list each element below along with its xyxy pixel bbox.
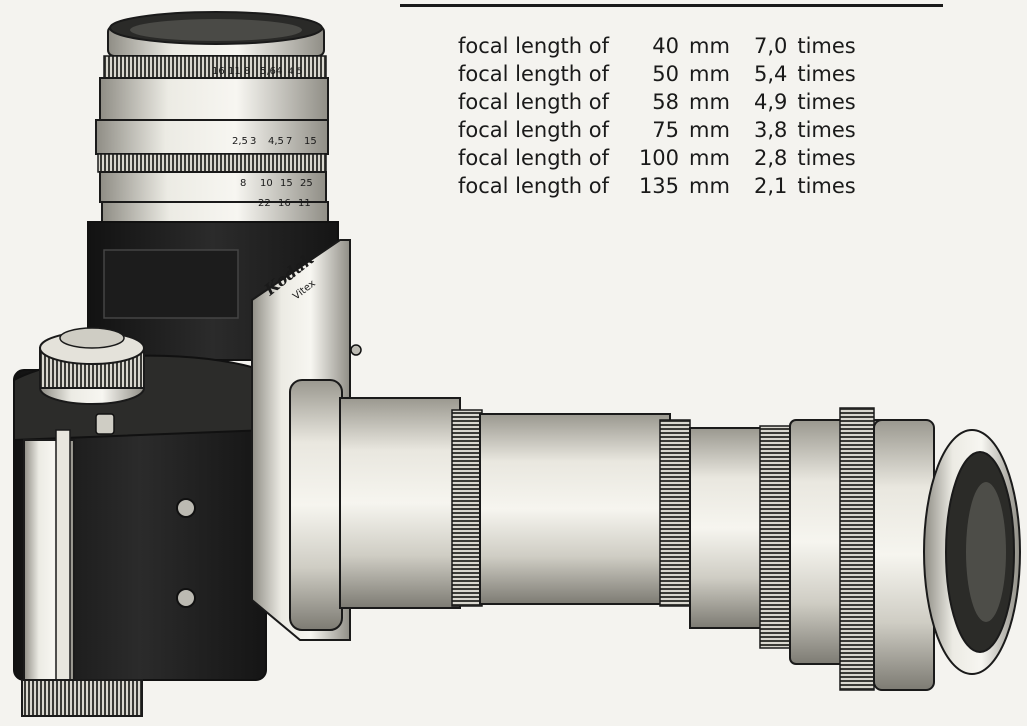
focal-row-value: 40 [652, 34, 680, 58]
focal-row-factor: 4,9 [753, 90, 788, 114]
scale-label: 10 [260, 178, 273, 189]
focal-row-factor: 3,8 [753, 118, 788, 142]
scale-label: 8 [240, 178, 246, 189]
focal-row-unit: mm [689, 90, 730, 114]
scale-label: 8 [244, 66, 250, 77]
scale-label: 25 [300, 178, 313, 189]
focal-row-suffix: times [797, 146, 856, 170]
focal-row-label: focal length of [458, 174, 610, 198]
scale-label: 2,5 [232, 136, 248, 147]
scale-label: 15 [280, 178, 293, 189]
scale-label: 7 [286, 136, 292, 147]
scale-label: 5,6 [260, 66, 276, 77]
focal-row-value: 50 [652, 62, 680, 86]
scale-label: 4,5 [268, 136, 284, 147]
focal-row-factor: 5,4 [753, 62, 788, 86]
scale-label: 16 [278, 198, 291, 209]
focal-row-suffix: times [797, 90, 856, 114]
telephoto-lens [289, 379, 1021, 691]
focal-row-suffix: times [797, 174, 856, 198]
focal-row-suffix: times [797, 118, 856, 142]
header-rule [400, 4, 943, 7]
focal-row: focal length of 40 mm 7,0 times [458, 32, 856, 60]
scale-label: 22 [258, 198, 271, 209]
focal-row-value: 58 [652, 90, 680, 114]
scale-label: 15 [304, 136, 317, 147]
focal-row-label: focal length of [458, 118, 610, 142]
focal-row-suffix: times [797, 62, 856, 86]
focal-row: focal length of 135 mm 2,1 times [458, 172, 856, 200]
focal-row: focal length of 50 mm 5,4 times [458, 60, 856, 88]
scale-label: 11 [228, 66, 241, 77]
focal-row-factor: 2,8 [753, 146, 788, 170]
scale-label: 16 [212, 66, 225, 77]
focal-row-value: 100 [638, 146, 680, 170]
lens-front-ring-text: 4 5 [288, 67, 302, 77]
focal-row-value: 75 [652, 118, 680, 142]
focal-row-value: 135 [638, 174, 680, 198]
depth-scale: 8 10 15 25 [240, 178, 313, 189]
focal-row-label: focal length of [458, 90, 610, 114]
scale-label: 3 [250, 136, 256, 147]
focal-row-label: focal length of [458, 62, 610, 86]
focal-row-label: focal length of [458, 34, 610, 58]
focal-row-unit: mm [689, 174, 730, 198]
focal-row: focal length of 58 mm 4,9 times [458, 88, 856, 116]
focal-row-unit: mm [689, 118, 730, 142]
bottom-scale: 22 16 11 [258, 198, 311, 209]
focal-row: focal length of 75 mm 3,8 times [458, 116, 856, 144]
scale-label: 11 [298, 198, 311, 209]
focal-row-label: focal length of [458, 146, 610, 170]
scale-label: 4 [276, 66, 282, 77]
focal-row-factor: 2,1 [753, 174, 788, 198]
focal-row: focal length of 100 mm 2,8 times [458, 144, 856, 172]
focal-row-unit: mm [689, 146, 730, 170]
focal-row-unit: mm [689, 62, 730, 86]
top-lens [95, 11, 329, 223]
focal-row-unit: mm [689, 34, 730, 58]
focal-row-suffix: times [797, 34, 856, 58]
focal-row-factor: 7,0 [753, 34, 788, 58]
